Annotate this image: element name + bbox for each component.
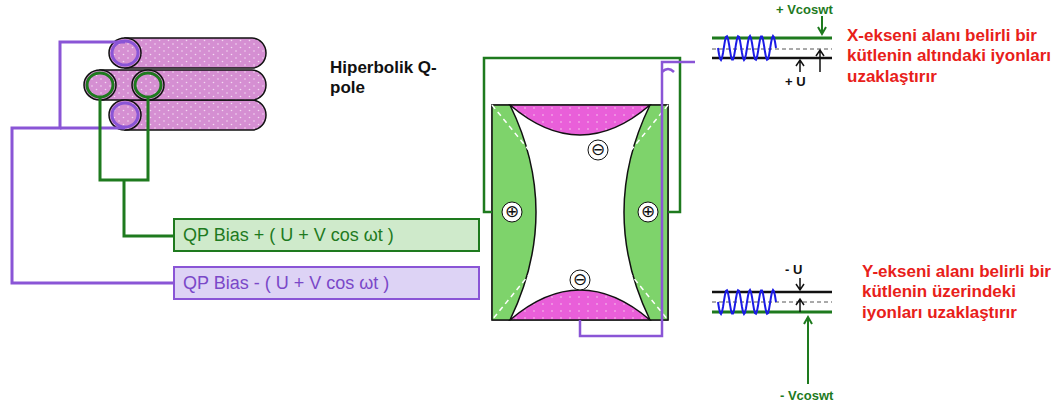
signal-label: + Vcoswt (776, 2, 833, 18)
signal-label: - U (785, 262, 802, 278)
polarity-symbol: ⊖ (591, 140, 605, 160)
bias-label: QP Bias - ( U + V cos ωt ) (183, 273, 389, 294)
bias-box: QP Bias - ( U + V cos ωt ) (173, 266, 480, 300)
x-waveform (712, 16, 832, 72)
note-text: Y-ekseni alanı belirli bir kütlenin üzer… (862, 262, 1052, 323)
polarity-symbol: ⊕ (505, 202, 519, 222)
signal-label: + U (785, 74, 806, 90)
quadrupole-rods (84, 38, 266, 130)
note-text: X-ekseni alanı belirli bir kütlenin altı… (847, 26, 1052, 87)
y-waveform (712, 278, 832, 384)
bias-wires (12, 42, 173, 283)
polarity-symbol: ⊖ (573, 270, 587, 290)
signal-label: - Vcoswt (780, 388, 833, 404)
electrode-wires (484, 58, 695, 336)
polarity-symbol: ⊕ (641, 202, 655, 222)
hyperbolic-cross-section (492, 105, 668, 320)
bias-box: QP Bias + ( U + V cos ωt ) (173, 218, 480, 252)
bias-label: QP Bias + ( U + V cos ωt ) (183, 225, 394, 246)
section-title: Hiperbolik Q-pole (330, 58, 450, 99)
